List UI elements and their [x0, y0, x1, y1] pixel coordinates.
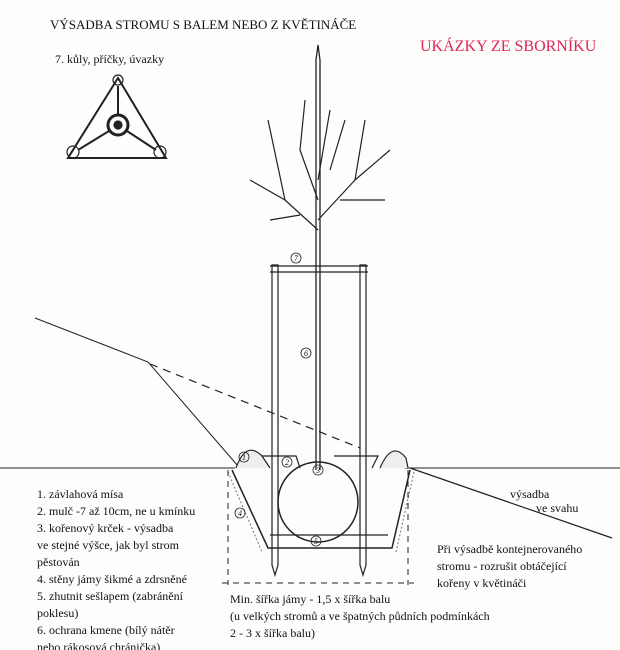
marker-1: 1	[242, 453, 246, 462]
legend-item: 4. stěny jámy šikmé a zdrsněné	[37, 572, 187, 586]
container-note: Při výsadbě kontejnerovaného stromu - ro…	[437, 541, 582, 592]
marker-5: 5	[314, 537, 318, 546]
legend-item: 5. zhutnit sešlapem (zabránění	[37, 589, 183, 603]
ground-lines	[0, 317, 620, 539]
marker-3: 3	[316, 466, 320, 475]
marker-6: 6	[304, 349, 308, 358]
note-line: Min. šířka jámy - 1,5 x šířka balu	[230, 592, 391, 606]
slope-label-line: ve svahu	[536, 501, 579, 515]
tree	[249, 44, 391, 470]
legend-item: 3. kořenový krček - výsadba	[37, 521, 174, 535]
legend-item: 6. ochrana kmene (bílý nátěr	[37, 623, 175, 637]
planting-pit	[227, 449, 415, 553]
inset-caption: 7. kůly, příčky, úvazky	[55, 52, 165, 66]
note-line: kořeny v květináči	[437, 576, 527, 590]
number-markers	[234, 252, 324, 547]
pit-width-note: Min. šířka jámy - 1,5 x šířka balu (u ve…	[230, 591, 490, 642]
slope-label-line: výsadba	[510, 487, 550, 501]
marker-2: 2	[285, 458, 289, 467]
marker-7: 7	[294, 254, 298, 263]
legend-item: nebo rákosová chránička)	[37, 640, 161, 650]
marker-4: 4	[238, 509, 242, 518]
legend-item: pěstován	[37, 555, 80, 569]
stakes	[270, 264, 368, 578]
note-line: (u velkých stromů a ve špatných půdních …	[230, 609, 490, 623]
legend-item: ve stejné výšce, jak byl strom	[37, 538, 179, 552]
pit-width-dimension	[222, 470, 414, 585]
banner-title: UKÁZKY ZE SBORNÍKU	[420, 38, 597, 55]
legend-item: poklesu)	[37, 606, 79, 620]
legend-item: 2. mulč -7 až 10cm, ne u kmínku	[37, 504, 196, 518]
stake-triangle-inset	[66, 74, 168, 159]
note-line: stromu - rozrušit obtáčející	[437, 559, 567, 573]
note-line: 2 - 3 x šířka balu)	[230, 626, 315, 640]
legend-item: 1. závlahová mísa	[37, 487, 124, 501]
legend-list: 1. závlahová mísa 2. mulč -7 až 10cm, ne…	[37, 486, 195, 650]
note-line: Při výsadbě kontejnerovaného	[437, 542, 583, 556]
slope-label: výsadba ve svahu	[510, 487, 578, 515]
page-title: VÝSADBA STROMU S BALEM NEBO Z KVĚTINÁČE	[50, 17, 357, 32]
